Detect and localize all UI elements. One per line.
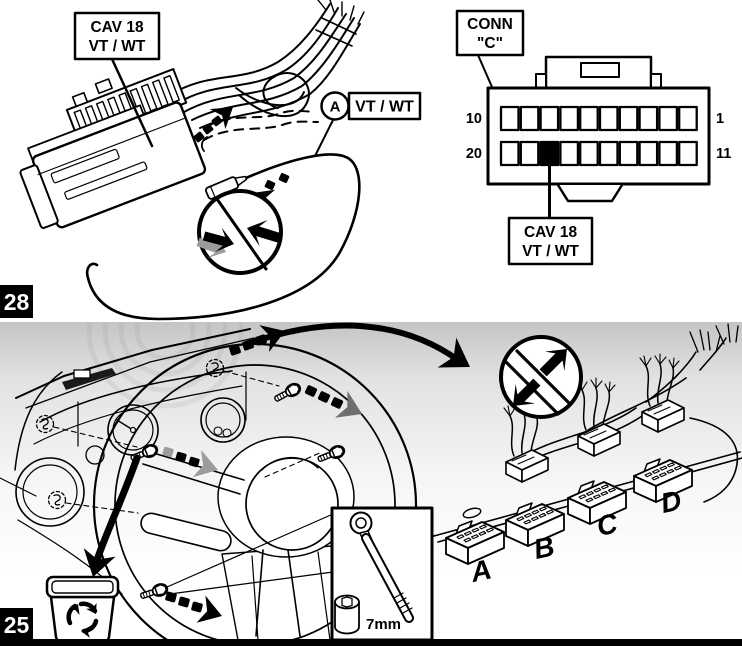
socket-7mm-icon xyxy=(334,594,360,635)
tool-callout-leaders xyxy=(166,513,334,595)
conn-title-line2: "C" xyxy=(477,35,503,52)
pin-number-11: 11 xyxy=(716,146,731,162)
circle-a-letter: A xyxy=(330,99,341,116)
step-badge-28: 28 xyxy=(0,285,33,318)
connector-body xyxy=(486,86,711,186)
pin-row-1 xyxy=(499,105,698,132)
pin-number-1: 1 xyxy=(716,111,724,127)
pin-callout-line2: VT / WT xyxy=(522,243,579,260)
cav18-callout-line2: VT / WT xyxy=(89,38,146,55)
ratchet-wrench-icon xyxy=(349,511,414,623)
disconnect-icon xyxy=(499,335,583,419)
conn-title-line1: CONN xyxy=(467,16,513,33)
harness-connector-art xyxy=(19,68,207,229)
jumper-wire-a-art xyxy=(85,153,361,321)
pin-callout-line1: CAV 18 xyxy=(524,224,578,241)
connector-notch xyxy=(556,184,624,203)
callout-leader-line xyxy=(110,57,154,148)
removed-wire-dashed-path xyxy=(200,109,319,152)
highlighted-pin-18 xyxy=(539,140,560,167)
step-number-bottom: 25 xyxy=(4,612,30,638)
conn-c-callout: CONN "C" xyxy=(455,9,525,57)
step-number-top: 28 xyxy=(4,289,30,315)
tool-callout-box: 7mm xyxy=(330,506,434,640)
pin-row-2 xyxy=(499,140,698,167)
pin-number-20: 20 xyxy=(466,146,482,162)
discard-to-bin-arrow-icon xyxy=(77,454,141,582)
tool-size-label: 7mm xyxy=(366,616,401,633)
step-badge-25: 25 xyxy=(0,608,33,640)
recycle-arrows-icon xyxy=(66,601,102,638)
cav18-pin-callout: CAV 18 VT / WT xyxy=(507,216,594,266)
wire-tag-leader xyxy=(314,119,334,157)
bottom-black-bar xyxy=(0,639,742,646)
top-panel-step-28: CAV 18 VT / WT xyxy=(0,0,731,321)
wire-a-tag: A VT / WT xyxy=(320,91,422,121)
conn-c-pinout: CONN "C" xyxy=(455,9,731,266)
conn-leader-line xyxy=(477,54,493,88)
cav18-callout-line1: CAV 18 xyxy=(90,19,144,36)
pin-number-10: 10 xyxy=(466,111,482,127)
bottom-panel-step-25: A B C D xyxy=(0,322,742,640)
screw-leader-lines xyxy=(53,370,323,514)
connect-icon xyxy=(193,189,284,275)
dashboard-art xyxy=(0,328,255,595)
recycle-bin-icon xyxy=(45,575,120,640)
cav18-harness-callout: CAV 18 VT / WT xyxy=(73,11,161,61)
wire-color-label: VT / WT xyxy=(355,99,414,116)
transfer-arrow xyxy=(250,322,480,382)
